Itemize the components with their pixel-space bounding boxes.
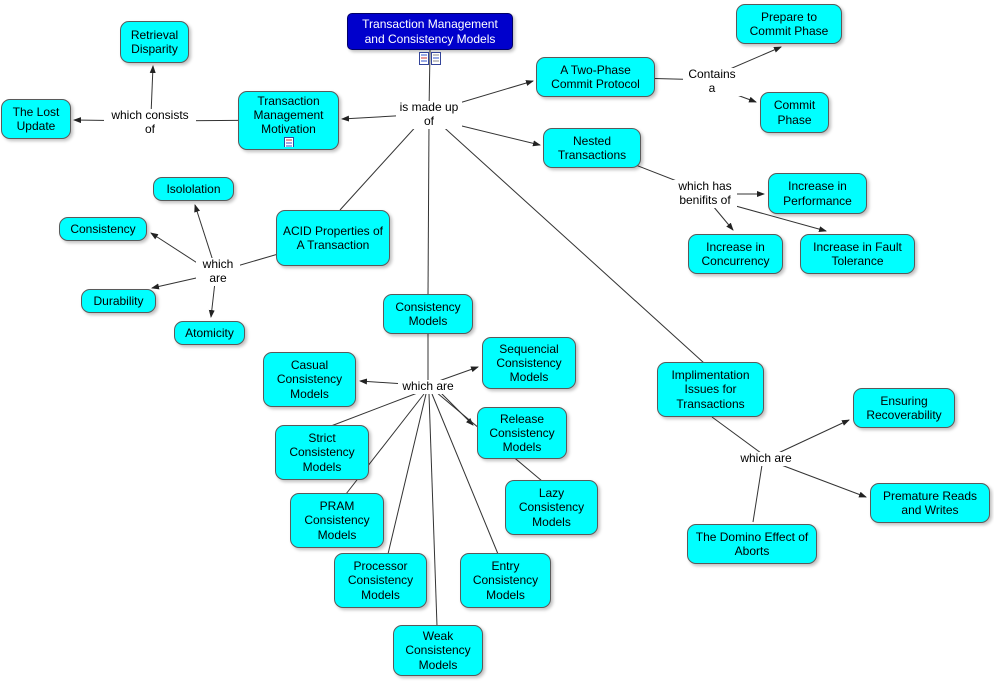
node-label: Increase in Fault Tolerance bbox=[813, 239, 902, 268]
node-two-phase-commit-protocol[interactable]: A Two-Phase Commit Protocol bbox=[536, 57, 655, 97]
node-increase-in-fault-tolerance[interactable]: Increase in Fault Tolerance bbox=[800, 234, 915, 274]
node-increase-in-performance[interactable]: Increase in Performance bbox=[768, 173, 867, 214]
node-label: Transaction Management Motivation bbox=[253, 94, 324, 137]
node-label: Consistency bbox=[70, 221, 136, 236]
node-increase-in-concurrency[interactable]: Increase in Concurrency bbox=[688, 234, 783, 274]
node-label: Implimentation Issues for Transactions bbox=[671, 368, 750, 411]
link-label-is-made-up-of[interactable]: is made up of bbox=[396, 100, 462, 129]
node-sequencial-consistency-models[interactable]: Sequencial Consistency Models bbox=[482, 337, 576, 389]
link-label-which-has-benifits-of[interactable]: which has benifits of bbox=[673, 179, 737, 208]
node-label: Nested Transactions bbox=[557, 133, 627, 162]
node-implementation-issues[interactable]: Implimentation Issues for Transactions bbox=[657, 362, 764, 417]
node-label: Commit Phase bbox=[773, 98, 816, 127]
node-label: Casual Consistency Models bbox=[276, 358, 343, 401]
node-durability[interactable]: Durability bbox=[81, 289, 156, 313]
node-weak-consistency-models[interactable]: Weak Consistency Models bbox=[393, 625, 483, 676]
node-pram-consistency-models[interactable]: PRAM Consistency Models bbox=[290, 493, 384, 548]
node-consistency[interactable]: Consistency bbox=[59, 217, 147, 241]
node-label: Transaction Management and Consistency M… bbox=[362, 17, 498, 46]
node-label: Increase in Performance bbox=[783, 179, 852, 208]
link-label-which-are-models[interactable]: which are bbox=[398, 379, 458, 394]
link-label-which-are-impl[interactable]: which are bbox=[736, 451, 796, 466]
node-strict-consistency-models[interactable]: Strict Consistency Models bbox=[275, 425, 369, 480]
node-premature-reads-and-writes[interactable]: Premature Reads and Writes bbox=[870, 483, 990, 523]
node-transaction-management-motivation[interactable]: Transaction Management Motivation bbox=[238, 91, 339, 150]
node-label: ACID Properties of A Transaction bbox=[282, 223, 384, 252]
node-consistency-models[interactable]: Consistency Models bbox=[383, 294, 473, 334]
node-map-title[interactable]: Transaction Management and Consistency M… bbox=[347, 13, 513, 50]
node-retrieval-disparity[interactable]: Retrieval Disparity bbox=[120, 21, 189, 63]
node-commit-phase[interactable]: Commit Phase bbox=[760, 92, 829, 133]
link-label-contains-a[interactable]: Contains a bbox=[683, 67, 741, 96]
resource-icon[interactable] bbox=[419, 52, 429, 65]
node-label: Atomicity bbox=[185, 325, 234, 340]
node-label: Ensuring Recoverability bbox=[866, 393, 942, 422]
node-label: Sequencial Consistency Models bbox=[496, 341, 562, 385]
node-release-consistency-models[interactable]: Release Consistency Models bbox=[477, 407, 567, 459]
resource-icon[interactable] bbox=[283, 137, 294, 147]
node-atomicity[interactable]: Atomicity bbox=[174, 321, 245, 345]
node-label: Release Consistency Models bbox=[489, 411, 555, 455]
node-label: Consistency Models bbox=[395, 299, 461, 328]
link-label-which-are-acid[interactable]: which are bbox=[196, 257, 240, 286]
node-label: The Lost Update bbox=[12, 104, 60, 133]
node-lazy-consistency-models[interactable]: Lazy Consistency Models bbox=[505, 480, 598, 535]
node-label: Durability bbox=[93, 293, 144, 308]
node-label: Entry Consistency Models bbox=[472, 559, 539, 602]
node-label: Lazy Consistency Models bbox=[518, 486, 585, 529]
node-label: The Domino Effect of Aborts bbox=[695, 529, 809, 558]
node-casual-consistency-models[interactable]: Casual Consistency Models bbox=[263, 352, 356, 407]
title-resource-icons[interactable] bbox=[419, 52, 441, 65]
node-isololation[interactable]: Isololation bbox=[153, 177, 234, 201]
node-processor-consistency-models[interactable]: Processor Consistency Models bbox=[334, 553, 427, 608]
node-label: Retrieval Disparity bbox=[130, 27, 179, 56]
node-nested-transactions[interactable]: Nested Transactions bbox=[543, 128, 641, 168]
resource-icon[interactable] bbox=[431, 52, 441, 65]
node-label: Increase in Concurrency bbox=[701, 239, 770, 268]
node-ensuring-recoverability[interactable]: Ensuring Recoverability bbox=[853, 388, 955, 428]
node-label: Processor Consistency Models bbox=[347, 559, 414, 602]
node-label: Weak Consistency Models bbox=[405, 629, 471, 672]
node-label: Premature Reads and Writes bbox=[882, 488, 978, 517]
node-the-lost-update[interactable]: The Lost Update bbox=[1, 99, 71, 139]
node-label: Strict Consistency Models bbox=[289, 431, 355, 474]
node-label: A Two-Phase Commit Protocol bbox=[551, 62, 640, 91]
node-label: Prepare to Commit Phase bbox=[749, 9, 829, 38]
node-prepare-to-commit-phase[interactable]: Prepare to Commit Phase bbox=[736, 4, 842, 44]
node-label: Isololation bbox=[166, 181, 221, 196]
link-label-which-consists-of[interactable]: which consists of bbox=[104, 108, 196, 137]
node-domino-effect-of-aborts[interactable]: The Domino Effect of Aborts bbox=[687, 524, 817, 564]
node-acid-properties[interactable]: ACID Properties of A Transaction bbox=[276, 210, 390, 266]
node-label: PRAM Consistency Models bbox=[304, 499, 370, 542]
node-entry-consistency-models[interactable]: Entry Consistency Models bbox=[460, 553, 551, 608]
